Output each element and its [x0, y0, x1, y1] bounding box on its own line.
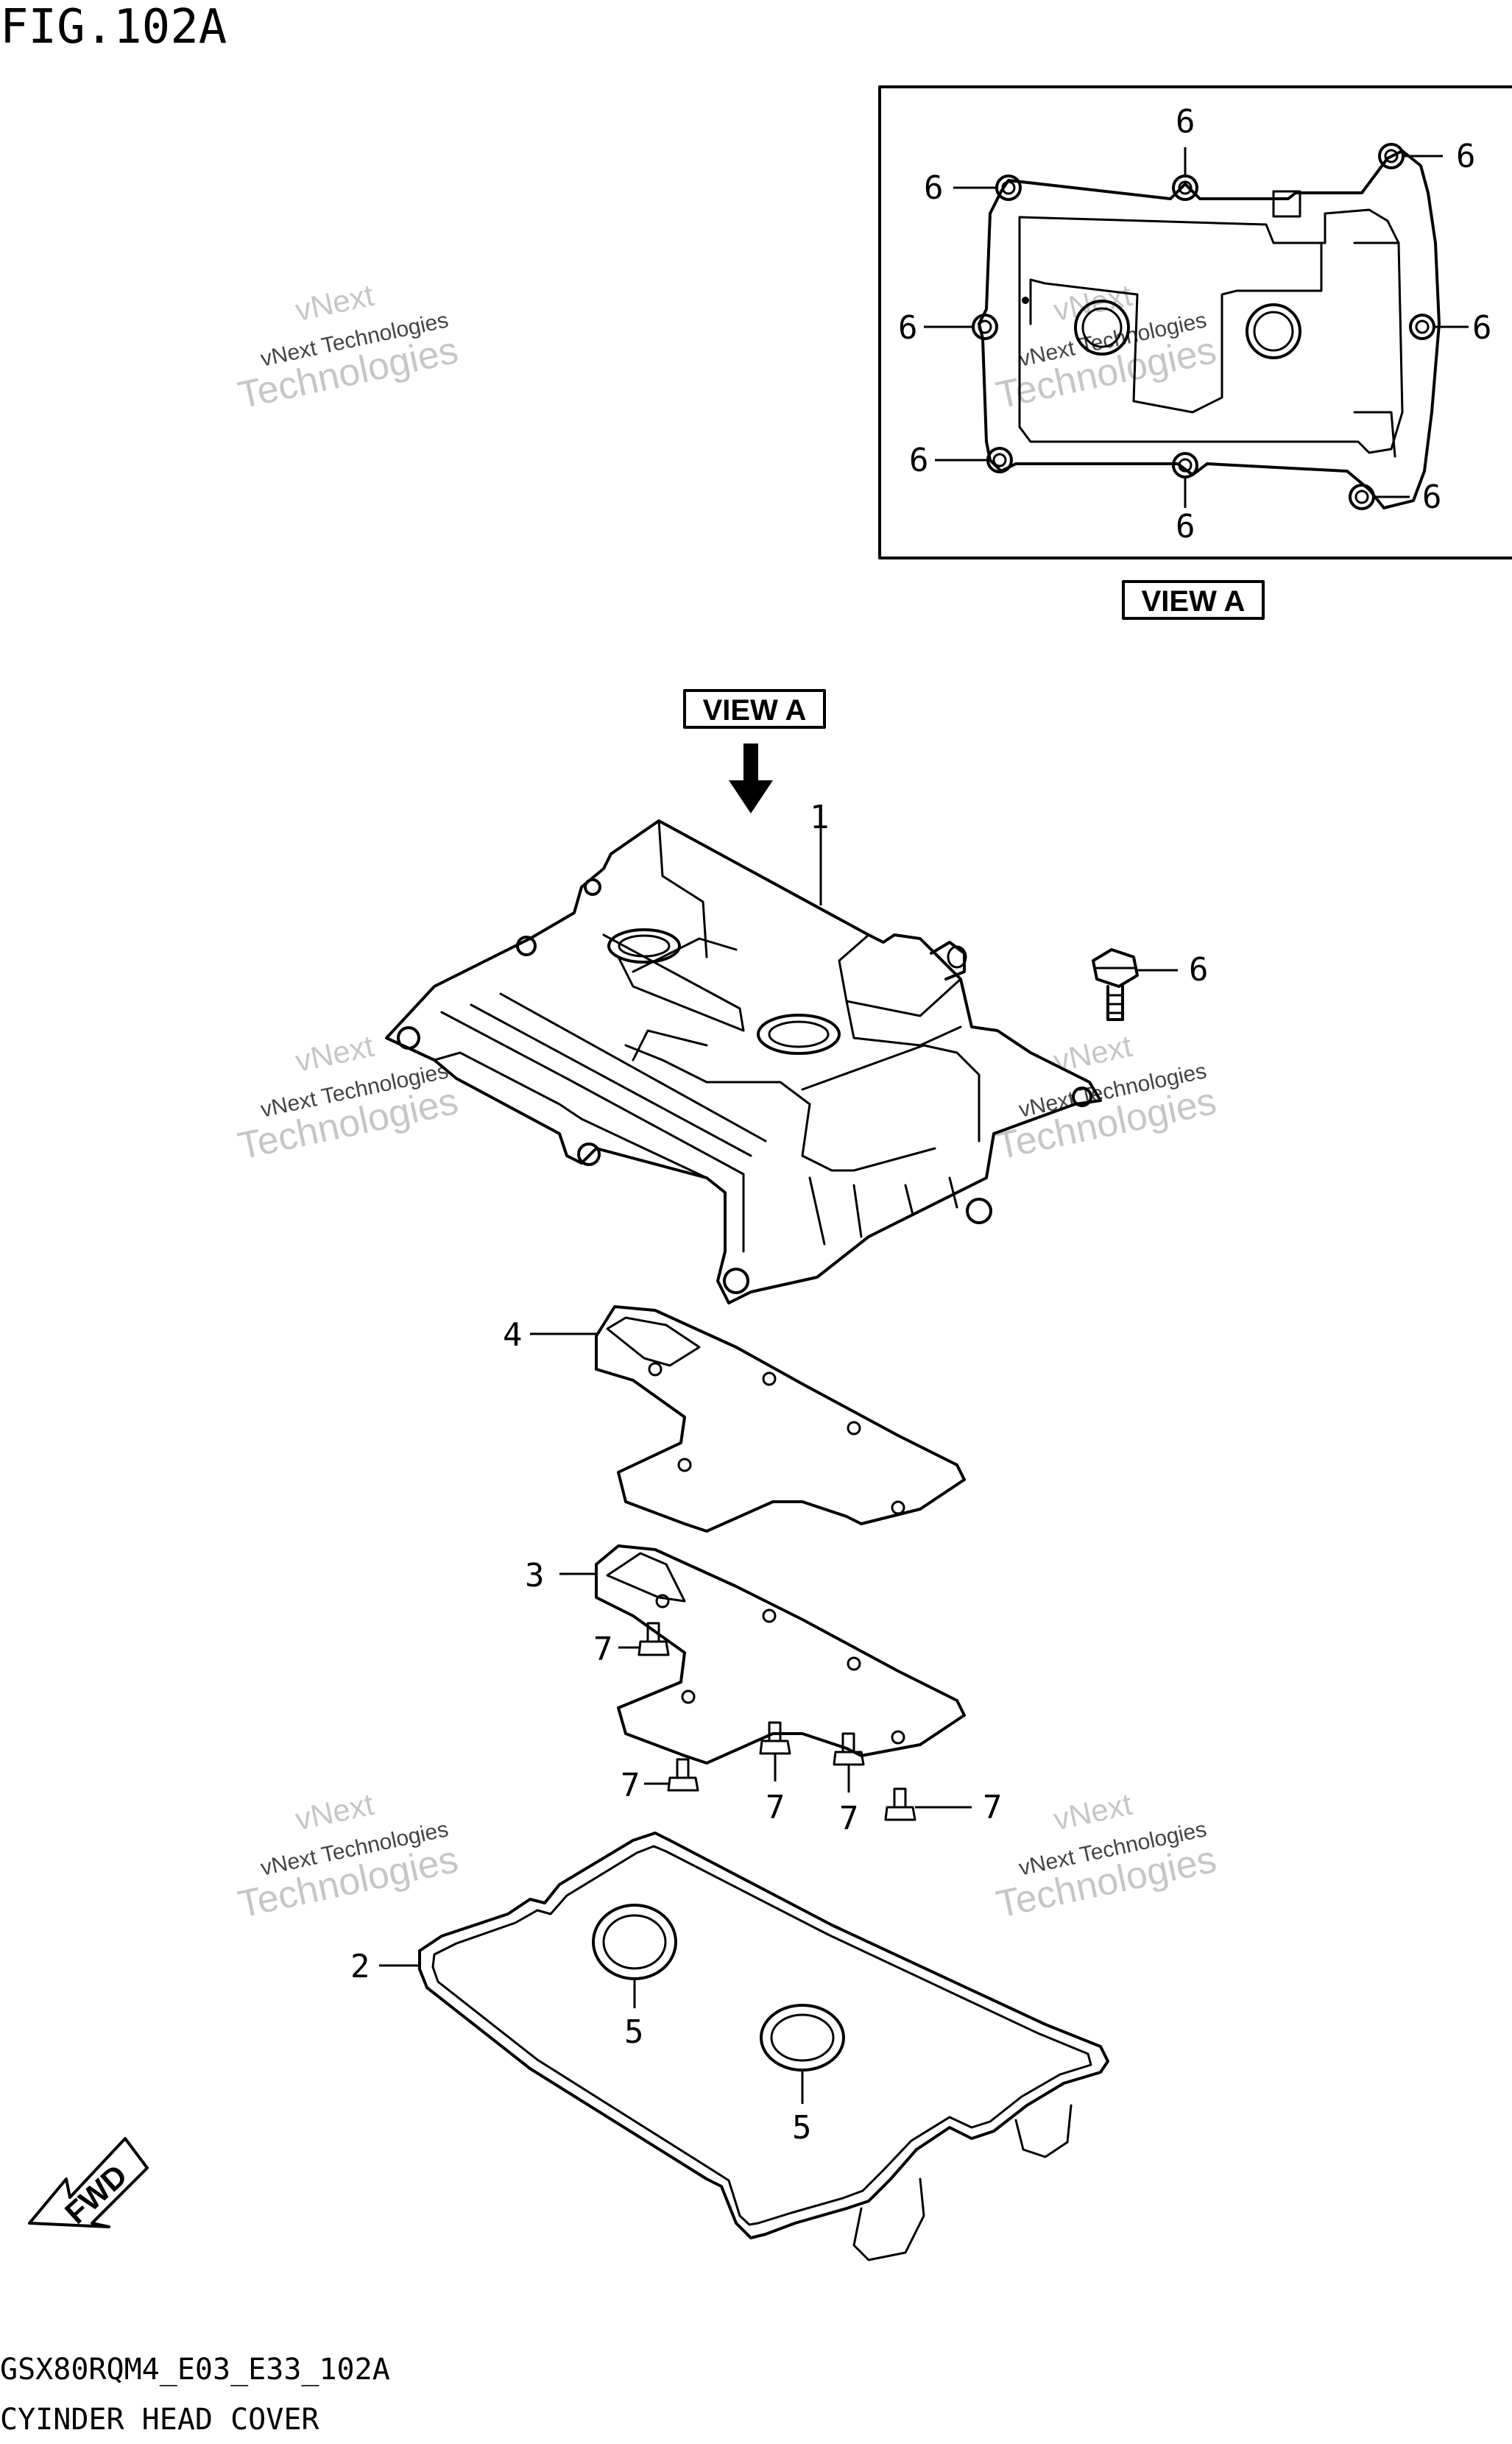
callout-3: 3 [525, 1557, 545, 1594]
part-6-bolt [1092, 948, 1178, 1021]
callout-6: 6 [1189, 951, 1209, 989]
figure-title: FIG.102A [0, 0, 227, 54]
callout-7: 7 [839, 1800, 859, 1837]
watermark-group: vNext vNext Technologies Technologies vN… [234, 278, 1220, 1926]
callout-1: 1 [810, 799, 830, 836]
callout-6: 6 [924, 169, 944, 207]
watermark: vNext vNext Technologies Technologies [992, 1787, 1220, 1926]
callout-2: 2 [350, 1948, 370, 1985]
plate-3-outline [595, 1544, 966, 1765]
callout-6: 6 [898, 309, 918, 347]
watermark: vNext vNext Technologies Technologies [234, 278, 462, 417]
svg-text:vNext: vNext [292, 1028, 377, 1078]
plate-4-outline [595, 1305, 966, 1533]
view-a-pointer: VIEW A [683, 689, 826, 813]
view-a-caption: VIEW A [1122, 580, 1265, 620]
fwd-arrow-icon: FWD [28, 2137, 149, 2231]
callout-7: 7 [983, 1789, 1003, 1826]
svg-text:VIEW A: VIEW A [703, 694, 807, 727]
watermark: vNext vNext Technologies Technologies [234, 1028, 462, 1168]
view-a-inset [878, 85, 1512, 559]
svg-text:vNext: vNext [1050, 1028, 1135, 1078]
svg-text:vNext: vNext [1050, 1787, 1135, 1837]
inset-frame [878, 85, 1512, 559]
gasket-2-inner [431, 1845, 1092, 2226]
watermark: vNext vNext Technologies Technologies [992, 1028, 1220, 1168]
model-code: GSX80RQM4_E03_E33_102A [0, 2353, 390, 2387]
callout-6: 6 [1472, 309, 1492, 347]
callout-4: 4 [503, 1316, 523, 1354]
callout-5: 5 [792, 2109, 812, 2147]
watermark: vNext vNext Technologies Technologies [234, 1787, 462, 1926]
callout-7: 7 [766, 1789, 785, 1826]
part-4-plate [530, 1305, 966, 1533]
callout-5: 5 [624, 2013, 644, 2051]
svg-text:VIEW A: VIEW A [1142, 585, 1246, 618]
watermark: vNext vNext Technologies Technologies [992, 278, 1220, 417]
view-a-cover-outline [978, 149, 1441, 509]
callout-6: 6 [1176, 103, 1195, 141]
gasket-2-outer [418, 1832, 1109, 2239]
callout-7: 7 [593, 1631, 613, 1668]
part-5-o-rings [592, 1904, 845, 2104]
view-direction-arrow-icon [729, 744, 773, 813]
callout-6: 6 [1456, 138, 1476, 175]
callout-6: 6 [1176, 508, 1195, 545]
view-a-inner-rib [1029, 241, 1323, 414]
part-1-cylinder-head-cover [385, 819, 1102, 1304]
part-3-plate [559, 1544, 966, 1765]
svg-text:vNext: vNext [292, 1787, 377, 1837]
part-7-screws [618, 1622, 972, 1821]
callout-6: 6 [909, 442, 929, 479]
figure-caption: CYINDER HEAD COVER [0, 2403, 319, 2437]
callout-6: 6 [1422, 478, 1442, 516]
svg-text:vNext: vNext [292, 278, 377, 328]
part-2-gasket [379, 1832, 1109, 2261]
callout-7: 7 [621, 1767, 640, 1804]
